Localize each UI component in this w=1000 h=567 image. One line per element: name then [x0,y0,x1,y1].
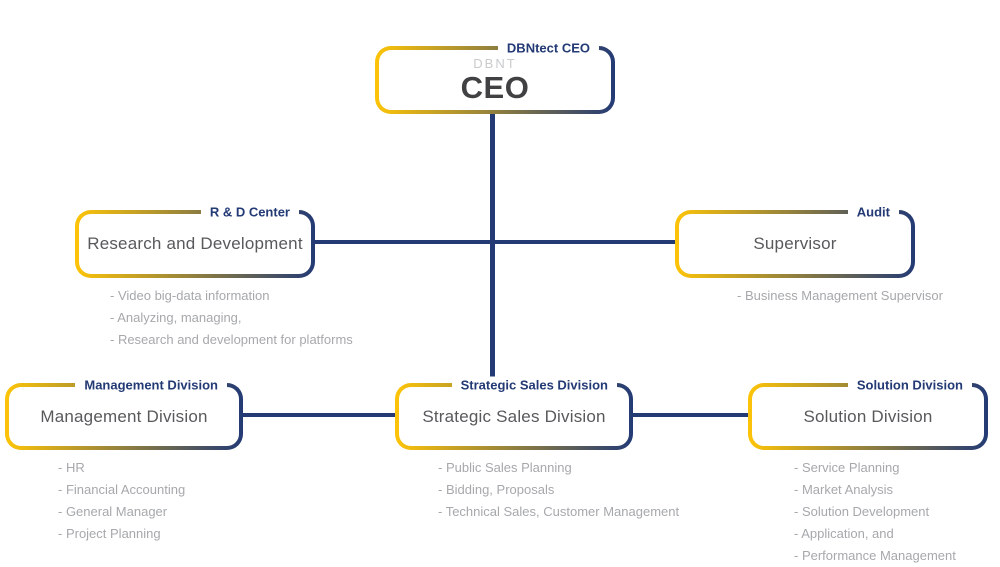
connector-rnd-to-supervisor [311,240,679,244]
list-item: - Video big-data information [110,288,270,303]
list-item: - Financial Accounting [58,482,186,497]
list-item: - General Manager [58,504,168,519]
org-node-ceo: DBNT CEO DBNtect CEO [375,39,615,114]
list-item: - Service Planning [794,460,900,475]
solution-title: Solution Division [803,406,933,426]
list-item: - Bidding, Proposals [438,482,555,497]
node-tag-management: Management Division [75,376,227,394]
list-item: - Market Analysis [794,482,893,497]
ceo-company-name: DBNT [473,55,517,71]
node-tag-ceo: DBNtect CEO [497,39,599,57]
org-node-strategic: Strategic Sales Division Strategic Sales… [395,376,633,450]
connector-management-to-strategic [239,413,399,417]
solution-duties-list: - Service Planning - Market Analysis - S… [794,457,956,567]
node-tag-supervisor: Audit [847,203,899,221]
strategic-title: Strategic Sales Division [422,406,606,426]
list-item: - HR [58,460,85,475]
org-node-supervisor-body: Supervisor [679,214,911,274]
management-title: Management Division [40,406,208,426]
list-item: - Solution Development [794,504,930,519]
strategic-duties-list: - Public Sales Planning - Bidding, Propo… [438,457,679,523]
org-node-rnd: Research and Development R & D Center [75,203,315,278]
list-item: - Application, and [794,526,894,541]
supervisor-title: Supervisor [753,234,837,253]
list-item: - Project Planning [58,526,161,541]
org-node-management: Management Division Management Division [5,376,243,450]
org-node-strategic-body: Strategic Sales Division [399,387,629,446]
rnd-title: Research and Development [87,234,303,253]
ceo-title: CEO [460,69,530,105]
org-node-solution-body: Solution Division [752,387,984,446]
connector-ceo-to-strategic [490,112,495,384]
supervisor-duties-list: - Business Management Supervisor [737,285,943,307]
org-node-solution: Solution Division Solution Division [748,376,988,450]
node-tag-rnd: R & D Center [200,203,299,221]
list-item: - Technical Sales, Customer Management [438,504,680,519]
connector-strategic-to-solution [629,413,752,417]
rnd-duties-list: - Video big-data information - Analyzing… [110,285,353,351]
org-node-rnd-body: Research and Development [79,214,311,274]
org-node-ceo-body: DBNT CEO [379,50,611,110]
management-duties-list: - HR - Financial Accounting - General Ma… [58,457,185,545]
list-item: - Analyzing, managing, [110,310,242,325]
list-item: - Business Management Supervisor [737,288,943,303]
node-tag-solution: Solution Division [847,376,972,394]
list-item: - Public Sales Planning [438,460,572,475]
list-item: - Research and development for platforms [110,332,353,347]
list-item: - Performance Management [794,548,956,563]
node-tag-strategic: Strategic Sales Division [451,376,617,394]
org-node-supervisor: Supervisor Audit [675,203,915,278]
org-node-management-body: Management Division [9,387,239,446]
